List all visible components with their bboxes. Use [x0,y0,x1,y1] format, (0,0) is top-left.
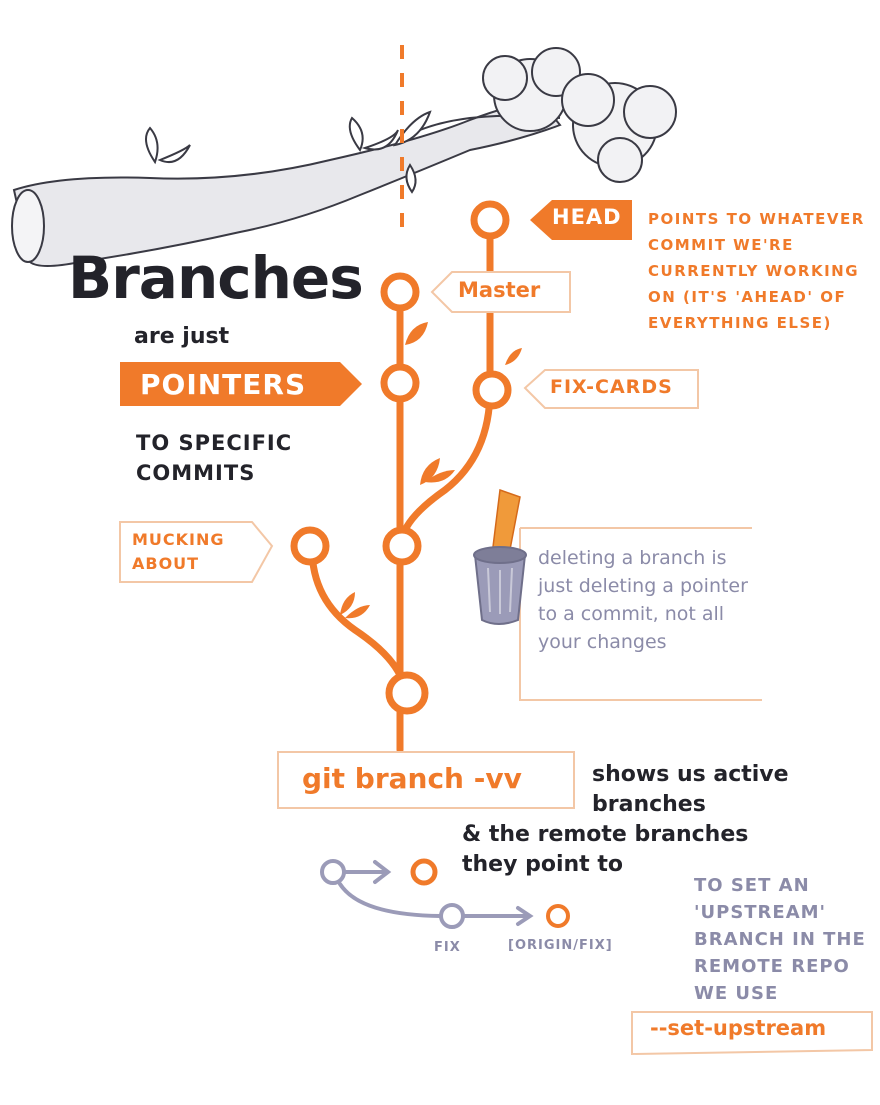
commit-node-root [385,671,429,715]
mucking-about-label-shape [119,521,274,583]
head-label: HEAD [552,205,622,229]
trash-can-icon [473,488,527,625]
commit-node-head [470,200,510,240]
upstream-flag: --set-upstream [650,1016,827,1040]
master-label: Master [458,278,541,302]
page-title: Branches [68,244,364,312]
fix-cards-label: FIX-CARDS [550,376,673,398]
head-label-shape [530,200,632,240]
mucking-about-branch-line [308,544,409,694]
commit-node-mucking-about [290,526,330,566]
local-branch-label: FIX [434,940,461,955]
mucking-about-label: MUCKING ABOUT [132,530,225,573]
subtitle-post: TO SPECIFIC COMMITS [136,431,293,485]
commit-node-master [380,272,420,312]
pointers-label: POINTERS [140,368,307,401]
command-box [277,751,575,809]
tree-branch-icon [11,47,677,267]
command-text: git branch -vv [302,762,522,795]
upstream-flag-box [631,1011,873,1056]
fix-cards-label-shape [523,369,699,409]
delete-note: deleting a branch is just deleting a poi… [538,547,748,653]
leaf-icon [340,322,522,619]
command-description: shows us active branches [592,762,789,817]
remote-branch-label: [ORIGIN/FIX] [508,938,613,953]
command-description-cont: & the remote branches they point to [462,822,749,877]
pointers-label-shape [120,362,362,406]
upstream-note: TO SET AN 'UPSTREAM' BRANCH IN THE REMOT… [694,875,866,1004]
commit-node-pointers [380,363,420,403]
master-label-shape [430,271,571,313]
subtitle-pre: are just [134,324,230,349]
remote-branch-diagram [320,858,570,929]
arrow-icon [373,860,392,884]
fix-cards-branch-line [398,216,494,544]
head-note: POINTS TO WHATEVER COMMIT WE'RE CURRENTL… [648,210,865,332]
commit-node-fix-cards [472,370,512,410]
commit-node-merge [382,526,422,566]
